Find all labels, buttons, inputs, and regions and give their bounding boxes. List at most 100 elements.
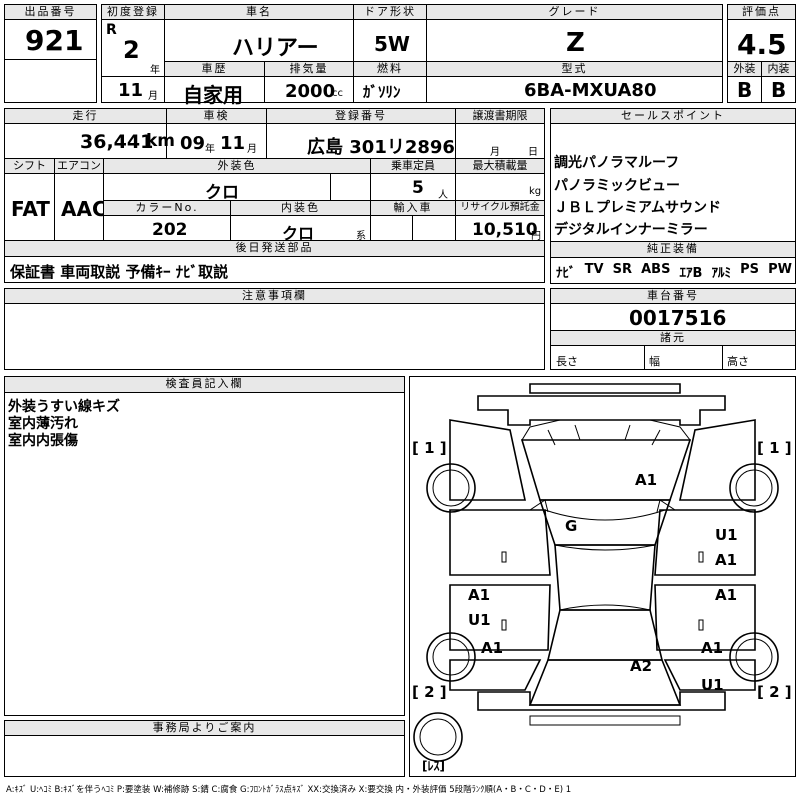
equipment-alloy: ｱﾙﾐ	[711, 266, 732, 281]
later-parts-label: 後日発送部品	[4, 240, 545, 257]
evaluation-score: 4.5	[737, 28, 787, 61]
inspection-label: 車検	[166, 108, 267, 124]
transfer-month: 月	[490, 147, 500, 158]
sales-point-2: パノラミックビュー	[554, 178, 680, 194]
tire-mark-rear-right: [ 2 ]	[757, 683, 792, 701]
door-type: 5W	[374, 32, 410, 56]
inspection-month-unit: 月	[247, 144, 257, 155]
color-number: 202	[152, 220, 188, 240]
equipment-tv: TV	[584, 262, 604, 277]
divider	[370, 215, 371, 241]
interior-grade: B	[771, 78, 787, 102]
door-label: ドア形状	[353, 4, 427, 20]
lot-number-label: 出品番号	[4, 4, 97, 20]
mileage: 36,441	[80, 131, 154, 153]
damage-hood: A1	[635, 471, 658, 489]
lot-blank-box	[4, 59, 97, 103]
exterior-grade: B	[737, 78, 753, 102]
plate-label: 登録番号	[266, 108, 456, 124]
month-unit: 月	[148, 91, 158, 102]
load-label: 最大積載量	[455, 158, 545, 174]
recycle-label: リサイクル預託金	[455, 200, 545, 216]
damage-back-door: A2	[630, 657, 653, 675]
exterior-grade-label: 外装	[727, 61, 762, 77]
legend: A:ｷｽﾞ U:ﾍｺﾐ B:ｷｽﾞを伴うﾍｺﾐ P:要塗装 W:補修跡 S:錆 …	[6, 785, 572, 795]
recycle-deposit: 10,510	[472, 220, 538, 240]
shift: FAT	[11, 197, 50, 221]
shift-label: シフト	[4, 158, 55, 174]
first-registration-label: 初度登録	[101, 4, 165, 20]
displacement: 2000	[285, 81, 336, 102]
damage-rear-bumper: U1	[701, 676, 724, 694]
height-label: 高さ	[727, 355, 749, 368]
capacity-label: 乗車定員	[370, 158, 456, 174]
divider	[230, 215, 231, 241]
sales-point-3: ＪＢＬプレミアムサウンド	[554, 200, 722, 216]
mileage-unit: km	[146, 131, 176, 151]
divider	[455, 215, 456, 241]
damage-left-door-2: U1	[468, 611, 491, 629]
grade-label: グレード	[426, 4, 723, 20]
registration-month: 11	[118, 80, 144, 101]
notes-label: 注意事項欄	[4, 288, 545, 304]
grade: Z	[566, 28, 585, 58]
capacity: 5	[412, 178, 424, 198]
car-name-label: 車名	[164, 4, 354, 20]
import-label: 輸入車	[370, 200, 456, 216]
equipment-label: 純正装備	[550, 241, 796, 258]
model-code: 6BA-MXUA80	[524, 80, 657, 101]
usage-history: 自家用	[183, 83, 243, 107]
color-no-label: カラーNo.	[103, 200, 231, 216]
damage-right-front-2: A1	[715, 551, 738, 569]
damage-left-door-1: A1	[468, 586, 491, 604]
sales-point-1: 調光パノラマルーフ	[554, 155, 680, 171]
inspection-month: 11	[220, 133, 246, 154]
equipment-list: ﾅﾋﾞ TV SR ABS ｴｱB ｱﾙﾐ PS PW	[556, 262, 792, 281]
sales-point-4: デジタルインナーミラー	[554, 222, 708, 238]
model-label: 型式	[426, 61, 723, 77]
equipment-pw: PW	[768, 262, 792, 277]
tire-mark-front-right: [ 1 ]	[757, 439, 792, 457]
score-label: 評価点	[727, 4, 796, 20]
divider	[101, 76, 165, 77]
transfer-day: 日	[528, 147, 538, 158]
later-parts: 保証書 車両取説 予備ｷｰ ﾅﾋﾞ取説	[10, 263, 229, 281]
inspector-note-2: 室内薄汚れ	[8, 416, 78, 432]
interior-color-unit: 系	[356, 231, 366, 242]
transfer-label: 譲渡書期限	[455, 108, 545, 124]
car-diagram-box	[409, 376, 796, 777]
sales-points-label: セールスポイント	[550, 108, 796, 124]
damage-windshield: G	[565, 517, 578, 535]
chassis-number: 0017516	[629, 306, 727, 330]
car-outline-diagram	[413, 383, 779, 762]
equipment-airbag: ｴｱB	[679, 266, 703, 281]
displacement-label: 排気量	[264, 61, 354, 77]
divider	[54, 173, 55, 241]
capacity-unit: 人	[438, 190, 448, 201]
divider	[455, 123, 456, 158]
lot-number: 921	[25, 24, 84, 57]
damage-right-door: A1	[715, 586, 738, 604]
equipment-abs: ABS	[641, 262, 671, 277]
equipment-navi: ﾅﾋﾞ	[556, 266, 576, 281]
later-parts-box	[4, 256, 545, 283]
load-unit: kg	[529, 186, 542, 197]
interior-grade-label: 内装	[761, 61, 796, 77]
interior-color: クロ	[282, 224, 315, 243]
divider	[722, 345, 723, 370]
equipment-ps: PS	[740, 262, 760, 277]
registration-year: 2	[123, 36, 140, 64]
divider	[266, 123, 267, 158]
divider	[412, 215, 413, 241]
inspection-year-unit: 年	[205, 144, 215, 155]
car-name: ハリアー	[232, 36, 319, 61]
year-unit: 年	[150, 65, 160, 76]
damage-left-quarter: A1	[481, 639, 504, 657]
exterior-color-label: 外装色	[103, 158, 371, 174]
divider	[330, 173, 331, 200]
fuel-type: ｶﾞｿﾘﾝ	[363, 83, 401, 101]
inspector-label: 検査員記入欄	[4, 376, 405, 393]
inspector-note-1: 外装うすい線キズ	[8, 399, 120, 415]
spec-label: 諸元	[550, 330, 796, 346]
tire-mark-spare: [ﾚｽ]	[422, 759, 445, 773]
